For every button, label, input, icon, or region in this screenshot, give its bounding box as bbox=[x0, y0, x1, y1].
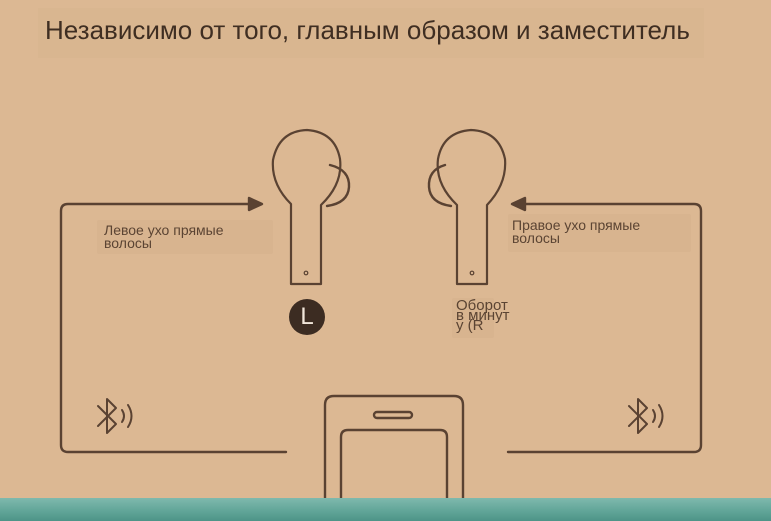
right-note: Правое ухо прямые волосы bbox=[512, 217, 641, 246]
left-note-background bbox=[97, 220, 273, 254]
right-caption-background bbox=[452, 298, 494, 338]
right-caption: Оборот в минут у (R bbox=[456, 297, 510, 334]
left-arrow-head bbox=[247, 196, 264, 212]
right-note-background bbox=[508, 214, 691, 252]
page-title: Независимо от того, главным образом и за… bbox=[45, 15, 690, 45]
phone bbox=[323, 394, 465, 507]
right-connector-line bbox=[506, 202, 703, 454]
left-note-line2: волосы bbox=[104, 235, 152, 251]
bottom-teal-strip bbox=[0, 498, 771, 521]
earbud-right bbox=[427, 128, 507, 286]
left-badge: L bbox=[289, 299, 325, 335]
right-caption-line3: у (R bbox=[456, 317, 484, 334]
right-note-line1: Правое ухо прямые bbox=[512, 217, 641, 233]
right-caption-line2: в минут bbox=[456, 307, 510, 324]
earbud-left bbox=[271, 128, 351, 286]
left-connector-line bbox=[59, 202, 288, 454]
right-arrow-head bbox=[510, 196, 527, 212]
right-caption-line1: Оборот bbox=[456, 297, 508, 314]
right-note-line2: волосы bbox=[512, 230, 560, 246]
left-note-line1: Левое ухо прямые bbox=[104, 222, 224, 238]
bluetooth-icon bbox=[97, 398, 133, 434]
bluetooth-icon bbox=[628, 398, 664, 434]
title-band bbox=[38, 8, 704, 58]
left-note: Левое ухо прямые волосы bbox=[104, 222, 224, 251]
